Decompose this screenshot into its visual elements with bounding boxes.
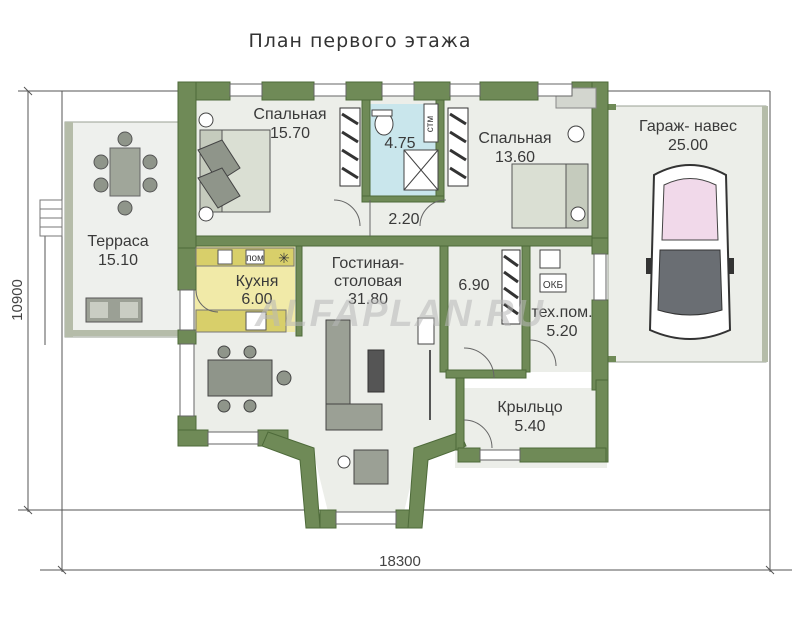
porch	[463, 419, 493, 449]
bedroom-1-name: Спальная	[253, 106, 326, 123]
closet	[463, 249, 521, 379]
car	[646, 164, 734, 340]
kitchen-name: Кухня	[236, 273, 279, 290]
bedroom-2-area: 13.60	[495, 149, 535, 166]
bedroom-1	[197, 107, 361, 227]
kitchen-appliance-label: пом	[246, 253, 264, 264]
living-area: 31.80	[348, 291, 388, 308]
kitchen	[195, 247, 295, 333]
tech-room-area: 5.20	[546, 323, 577, 340]
living-name-line1: Гостиная-	[332, 255, 404, 272]
walls	[177, 81, 609, 529]
height-dimension: 10900	[9, 279, 26, 321]
terrace-area: 15.10	[98, 252, 138, 269]
tech-room	[529, 249, 567, 367]
terrace	[39, 121, 182, 338]
kitchen-area: 6.00	[241, 291, 272, 308]
porch-name: Крыльцо	[497, 399, 562, 416]
closet-area: 6.90	[458, 277, 489, 294]
width-dimension: 18300	[379, 553, 421, 570]
tech-boiler-label: ОКБ	[543, 280, 564, 291]
watermark: ALFAPLAN.RU	[254, 293, 545, 335]
living-dining	[207, 317, 435, 485]
garage-name: Гараж- навес	[639, 118, 737, 135]
tech-room-name: тех.пом.	[531, 304, 592, 321]
porch-area: 5.40	[514, 418, 545, 435]
plan-title: План первого этажа	[248, 30, 471, 52]
bathroom	[371, 103, 439, 191]
hall-area: 2.20	[388, 211, 419, 228]
living-name-line2: столовая	[334, 273, 402, 290]
kitchen-stove-mark: ✳	[278, 250, 290, 266]
terrace-name: Терраса	[87, 233, 148, 250]
garage-area: 25.00	[668, 137, 708, 154]
washer-label: стм	[425, 116, 436, 133]
small-hall	[369, 199, 447, 236]
bedroom-2	[447, 107, 589, 229]
windows	[179, 83, 607, 525]
bedroom-2-name: Спальная	[478, 130, 551, 147]
bathroom-area: 4.75	[384, 135, 415, 152]
bedroom-1-area: 15.70	[270, 125, 310, 142]
